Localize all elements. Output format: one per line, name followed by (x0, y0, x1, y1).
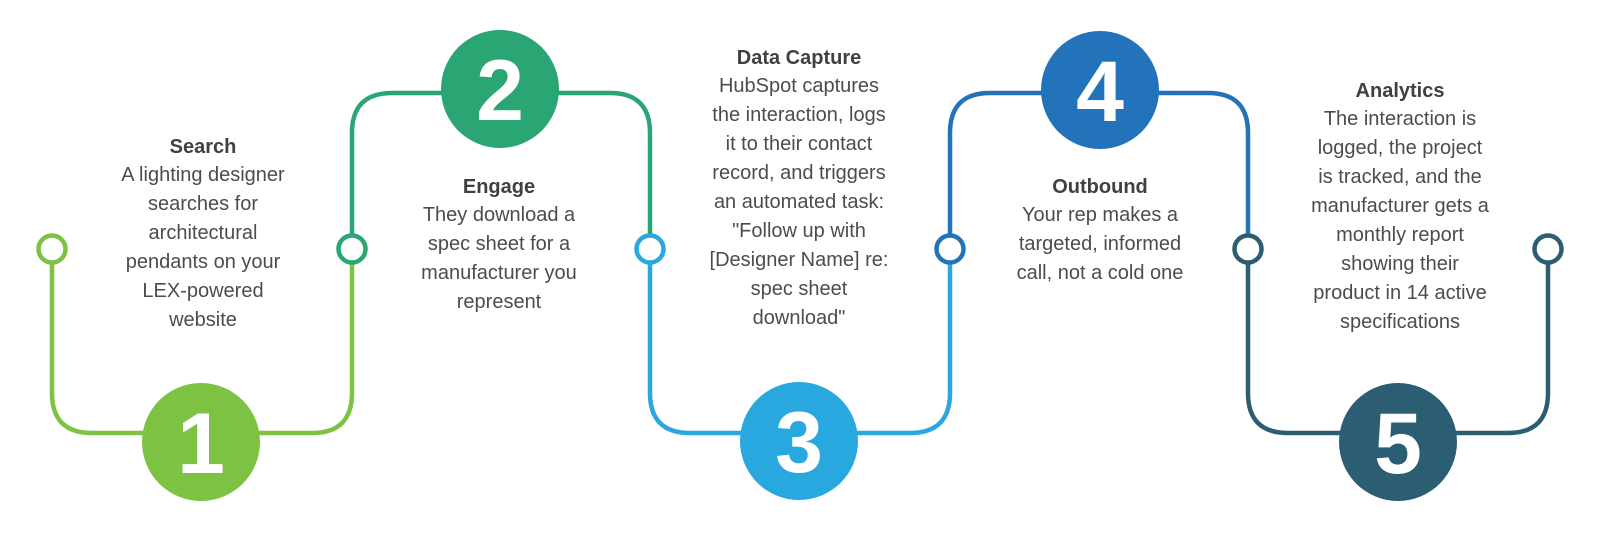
step-5-circle (1339, 383, 1457, 501)
step-2-title: Engage (462, 176, 536, 198)
step-4-number: 4 (1076, 44, 1124, 140)
connector-node-1-2 (336, 233, 368, 265)
connector-node-end (1532, 233, 1564, 265)
step-3-title: Data Capture (736, 47, 862, 69)
step-1-title: Search (169, 136, 237, 158)
step-2-description: They download a spec sheet for a manufac… (421, 204, 577, 313)
step-5-title: Analytics (1355, 80, 1445, 102)
step-5-description: The interaction is logged, the project i… (1311, 108, 1489, 333)
step-2-badge: 2 (441, 30, 559, 148)
connector-node-2-3 (634, 233, 666, 265)
step-2-number: 2 (476, 43, 524, 139)
step-2-text: Engage They download a spec sheet for a … (359, 173, 639, 317)
step-4-badge: 4 (1041, 31, 1159, 149)
step-1-circle (142, 383, 260, 501)
step-1-description: A lighting designer searches for archite… (121, 164, 285, 331)
step-4-circle (1041, 31, 1159, 149)
step-1-text: Search A lighting designer searches for … (63, 133, 343, 335)
step-4-description: Your rep makes a targeted, informed call… (1016, 204, 1184, 284)
step-4-text: Outbound Your rep makes a targeted, info… (960, 173, 1240, 288)
step-2-circle (441, 30, 559, 148)
step-1-badge: 1 (142, 383, 260, 501)
step-5-badge: 5 (1339, 383, 1457, 501)
step-5-text: Analytics The interaction is logged, the… (1260, 77, 1540, 337)
step-3-number: 3 (775, 395, 823, 491)
step-3-text: Data Capture HubSpot captures the intera… (659, 44, 939, 333)
step-3-description: HubSpot captures the interaction, logs i… (709, 75, 889, 329)
connector-node-start (36, 233, 68, 265)
step-3-circle (740, 382, 858, 500)
step-3-badge: 3 (740, 382, 858, 500)
connector-node-3-4 (934, 233, 966, 265)
connector-node-4-5 (1232, 233, 1264, 265)
step-4-title: Outbound (1052, 176, 1148, 198)
step-5-number: 5 (1374, 396, 1422, 492)
step-1-number: 1 (177, 396, 225, 492)
